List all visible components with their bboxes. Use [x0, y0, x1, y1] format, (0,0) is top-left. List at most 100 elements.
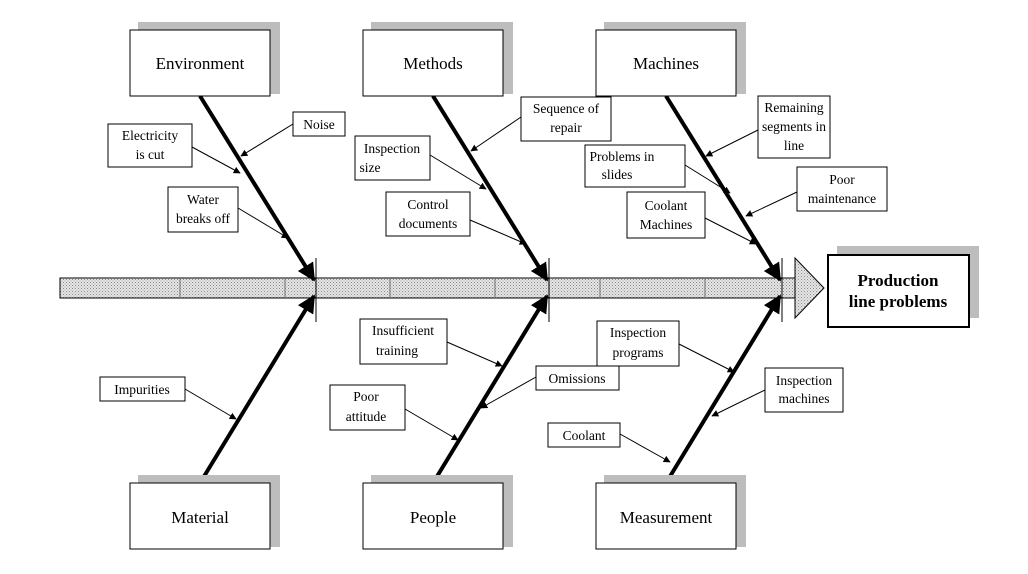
svg-text:maintenance: maintenance	[808, 191, 876, 206]
svg-text:segments in: segments in	[762, 119, 826, 134]
category-machines-label: Machines	[633, 54, 699, 73]
arrow-remaining-segments	[705, 129, 759, 157]
category-measurement-label: Measurement	[620, 508, 713, 527]
category-machines: Machines	[595, 22, 746, 97]
svg-text:Inspection: Inspection	[610, 325, 666, 340]
cause-coolant-machines: Coolant Machines	[626, 191, 706, 239]
effect-title-line2: line problems	[849, 292, 948, 311]
cause-poor-maintenance: Poor maintenance	[796, 166, 888, 212]
cause-electricity-line2: is cut	[136, 147, 165, 162]
svg-text:line: line	[784, 138, 804, 153]
category-material: Material	[129, 475, 280, 550]
svg-text:programs: programs	[613, 345, 664, 360]
cause-sequence-line1: Sequence of	[533, 101, 600, 116]
arrow-poor-maintenance	[745, 191, 798, 217]
arrow-water	[237, 207, 289, 239]
cause-poor-attitude-line1: Poor	[353, 389, 379, 404]
effect-title-line1: Production	[858, 271, 939, 290]
cause-insufficient-line1: Insufficient	[372, 323, 434, 338]
arrow-coolant	[619, 433, 671, 463]
cause-remaining-segments: Remaining segments in line	[757, 95, 831, 159]
effect-box: Production line problems	[827, 246, 979, 328]
cause-control-documents-line1: Control	[407, 197, 449, 212]
cause-electricity-line1: Electricity	[122, 128, 178, 143]
svg-text:Poor: Poor	[353, 389, 379, 404]
svg-text:Machines: Machines	[640, 217, 692, 232]
arrow-inspection-machines	[711, 389, 766, 417]
cause-inspection-size-line1: Inspection	[364, 141, 420, 156]
svg-text:Sequence of: Sequence of	[533, 101, 600, 116]
arrow-inspection-programs	[678, 343, 735, 373]
arrow-poor-attitude	[404, 408, 459, 441]
cause-control-documents-line2: documents	[399, 216, 458, 231]
bone-methods	[431, 94, 549, 282]
svg-text:Water: Water	[187, 192, 219, 207]
cause-poor-maintenance-line1: Poor	[829, 172, 855, 187]
cause-omissions: Omissions	[535, 365, 620, 391]
svg-text:Remaining: Remaining	[764, 100, 823, 115]
cause-inspection-size-line2: size	[360, 160, 381, 175]
svg-text:Problems in: Problems in	[590, 149, 655, 164]
cause-water-line1: Water	[187, 192, 219, 207]
svg-text:Control: Control	[407, 197, 449, 212]
svg-text:Inspection: Inspection	[776, 373, 832, 388]
svg-text:documents: documents	[399, 216, 458, 231]
cause-electricity: Electricity is cut	[107, 123, 193, 168]
cause-coolant-text: Coolant	[563, 428, 606, 443]
category-people: People	[362, 475, 513, 550]
arrow-inspection-size	[429, 154, 487, 190]
cause-insufficient-training: Insufficient training	[359, 318, 448, 365]
svg-text:Insufficient: Insufficient	[372, 323, 434, 338]
cause-insufficient-line2: training	[376, 343, 418, 358]
cause-control-documents: Control documents	[385, 191, 471, 237]
arrow-electricity	[191, 146, 241, 174]
spine	[59, 256, 825, 322]
cause-remaining-line1: Remaining	[764, 100, 823, 115]
svg-text:Coolant: Coolant	[645, 198, 688, 213]
cause-problems-slides-line1: Problems in	[590, 149, 655, 164]
arrow-control-documents	[469, 219, 527, 245]
cause-problems-in-slides: Problems in slides	[584, 144, 686, 188]
svg-text:repair: repair	[550, 120, 582, 135]
spine-arrowhead	[794, 256, 825, 320]
cause-omissions-text: Omissions	[548, 371, 605, 386]
cause-inspection-machines: Inspection machines	[764, 367, 844, 413]
category-environment: Environment	[129, 22, 280, 97]
svg-text:slides: slides	[602, 167, 633, 182]
cause-coolant: Coolant	[547, 422, 621, 448]
category-measurement: Measurement	[595, 475, 746, 550]
cause-impurities-text: Impurities	[114, 382, 170, 397]
svg-text:breaks off: breaks off	[176, 211, 231, 226]
cause-water: Water breaks off	[167, 186, 239, 233]
arrow-problems-slides	[684, 164, 731, 194]
arrow-impurities	[184, 388, 237, 420]
svg-text:Electricity: Electricity	[122, 128, 178, 143]
arrow-omissions	[480, 376, 537, 409]
svg-text:attitude: attitude	[346, 409, 387, 424]
arrow-noise	[240, 123, 294, 157]
cause-inspection-size: Inspection size	[354, 135, 431, 181]
cause-remaining-line2: segments in	[762, 119, 826, 134]
category-methods: Methods	[362, 22, 513, 97]
cause-problems-slides-line2: slides	[602, 167, 633, 182]
cause-coolant-machines-line2: Machines	[640, 217, 692, 232]
cause-poor-attitude-line2: attitude	[346, 409, 387, 424]
cause-sequence-of-repair: Sequence of repair	[520, 96, 612, 142]
svg-text:is cut: is cut	[136, 147, 165, 162]
arrow-insufficient-training	[446, 341, 503, 367]
cause-inspection-machines-line2: machines	[779, 391, 830, 406]
cause-noise: Noise	[292, 111, 346, 137]
cause-inspection-machines-line1: Inspection	[776, 373, 832, 388]
bone-material	[198, 294, 316, 485]
cause-sequence-line2: repair	[550, 120, 582, 135]
svg-text:Poor: Poor	[829, 172, 855, 187]
category-people-label: People	[410, 508, 456, 527]
svg-text:size: size	[360, 160, 381, 175]
category-methods-label: Methods	[403, 54, 463, 73]
cause-poor-maintenance-line2: maintenance	[808, 191, 876, 206]
arrow-sequence	[470, 116, 522, 152]
svg-text:machines: machines	[779, 391, 830, 406]
category-environment-label: Environment	[156, 54, 245, 73]
svg-text:training: training	[376, 343, 418, 358]
